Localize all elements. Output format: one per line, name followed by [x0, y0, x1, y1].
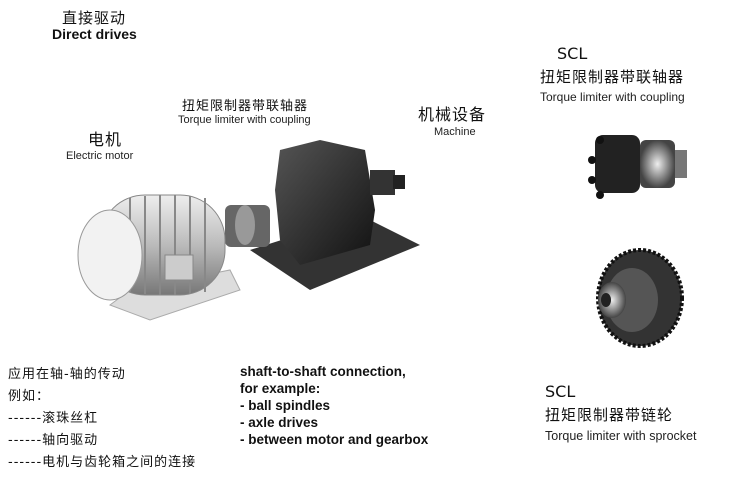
product-2-name-cn: 扭矩限制器带链轮: [545, 406, 674, 424]
applications-en-item: - between motor and gearbox: [240, 432, 429, 447]
coupling-label-en: Torque limiter with coupling: [178, 114, 311, 126]
applications-en: shaft-to-shaft connection, for example: …: [240, 363, 428, 448]
machine: [250, 140, 420, 290]
product-2-model: SCL: [545, 382, 576, 401]
applications-cn-item: ------滚珠丝杠: [8, 411, 99, 426]
coupling-label-cn: 扭矩限制器带联轴器: [182, 99, 309, 114]
applications-cn-intro: 应用在轴-轴的传动: [8, 367, 126, 382]
product-image-sprocket: [596, 248, 684, 348]
motor-label-cn: 电机: [88, 130, 123, 149]
applications-en-intro: shaft-to-shaft connection,: [240, 364, 406, 379]
machine-label-cn: 机械设备: [418, 105, 487, 124]
applications-en-item: - axle drives: [240, 415, 319, 430]
product-1-name-cn: 扭矩限制器带联轴器: [540, 68, 685, 86]
applications-cn: 应用在轴-轴的传动 例如： ------滚珠丝杠 ------轴向驱动 ----…: [8, 364, 196, 474]
product-2-name-en: Torque limiter with sprocket: [545, 429, 697, 443]
product-1-model: SCL: [557, 44, 588, 63]
applications-cn-example: 例如：: [8, 389, 51, 404]
applications-cn-item: ------电机与齿轮箱之间的连接: [8, 455, 197, 470]
product-1-name-en: Torque limiter with coupling: [540, 90, 685, 104]
machine-label-en: Machine: [434, 126, 476, 138]
applications-cn-item: ------轴向驱动: [8, 433, 99, 448]
applications-en-item: - ball spindles: [240, 398, 331, 413]
motor-label-en: Electric motor: [66, 150, 134, 162]
applications-en-example: for example:: [240, 381, 321, 396]
title-cn: 直接驱动: [62, 9, 127, 27]
electric-motor: [77, 194, 241, 321]
title-en: Direct drives: [52, 26, 137, 42]
coupling: [225, 205, 270, 247]
product-image-coupling: [588, 135, 687, 199]
